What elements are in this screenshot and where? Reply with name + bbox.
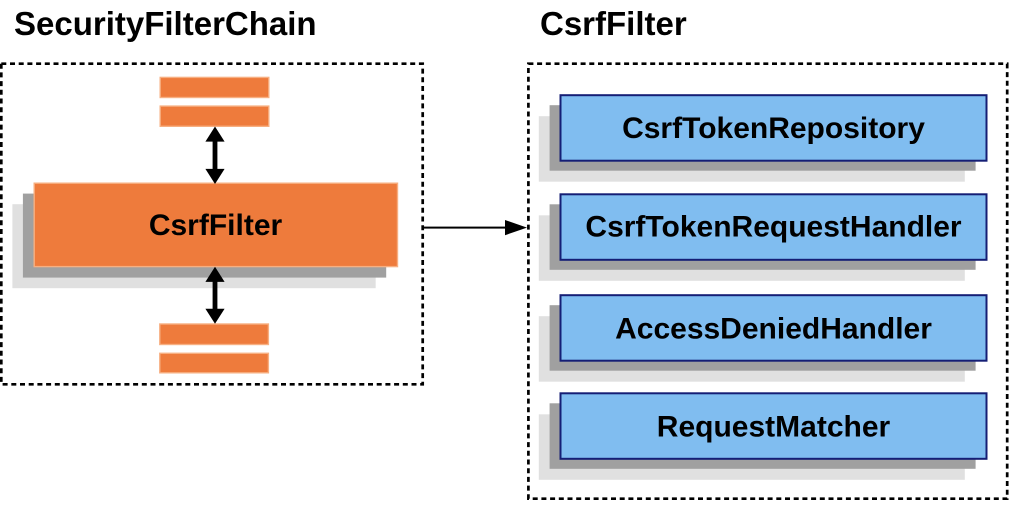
svg-text:AccessDeniedHandler: AccessDeniedHandler bbox=[615, 312, 932, 345]
svg-text:CsrfFilter: CsrfFilter bbox=[149, 209, 283, 242]
svg-text:SecurityFilterChain: SecurityFilterChain bbox=[14, 5, 317, 42]
svg-text:CsrfTokenRequestHandler: CsrfTokenRequestHandler bbox=[585, 211, 962, 244]
svg-text:CsrfTokenRepository: CsrfTokenRepository bbox=[622, 112, 925, 145]
svg-text:RequestMatcher: RequestMatcher bbox=[657, 410, 891, 443]
svg-text:CsrfFilter: CsrfFilter bbox=[540, 5, 687, 42]
